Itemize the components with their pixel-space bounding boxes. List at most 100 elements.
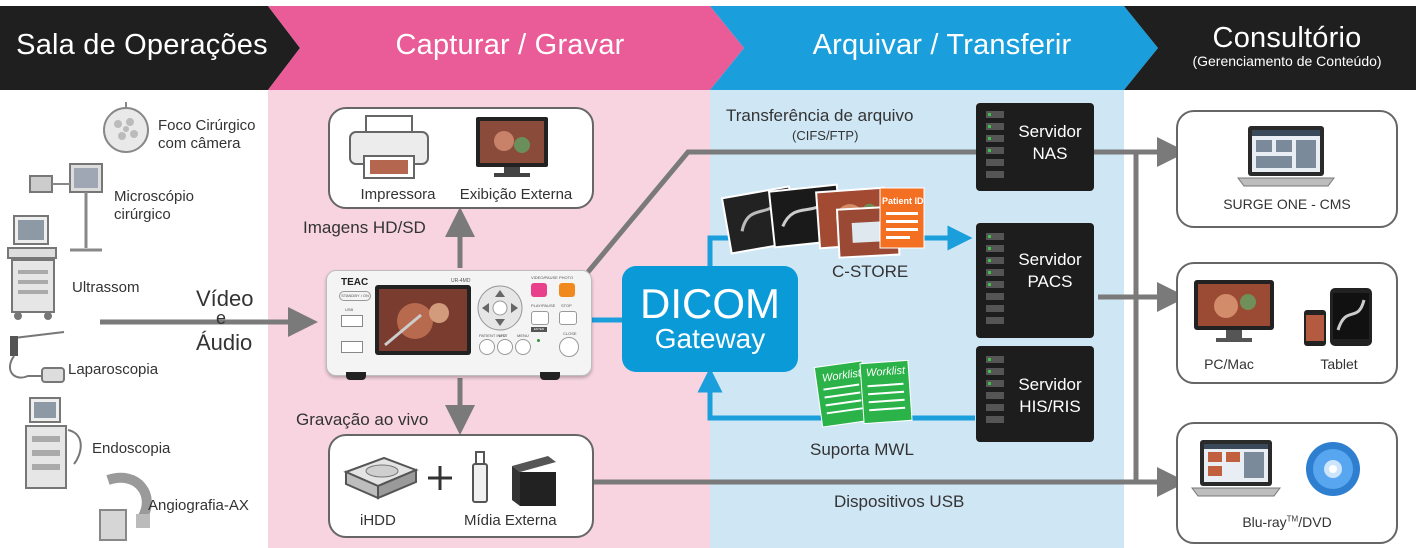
stage-office: Consultório (Gerenciamento de Conteúdo) — [1158, 0, 1416, 90]
banner-stage-operating-room-bg — [0, 6, 300, 90]
file-transfer-protocol-label: (CIFS/FTP) — [792, 128, 859, 143]
external-display-label: Exibição Externa — [459, 186, 573, 203]
banner-stage-archive-bg — [710, 6, 1158, 90]
hard-drive-icon — [343, 456, 419, 500]
pc-monitor-icon — [1194, 280, 1274, 342]
surgery-image — [379, 289, 467, 351]
live-recording-label: Gravação ao vivo — [296, 410, 429, 429]
his-drive-bays — [986, 356, 1004, 423]
play-pause-button[interactable] — [531, 311, 549, 325]
dicom-label: DICOM — [640, 280, 780, 327]
stage-operating-room: Sala de Operações — [0, 0, 284, 90]
standby-button[interactable]: STANDBY / ON — [339, 291, 371, 301]
stage-capture: Capturar / Gravar — [300, 0, 720, 90]
enter-button[interactable]: ENTER — [531, 327, 547, 332]
stage-archive-label: Arquivar / Transferir — [812, 28, 1072, 61]
usb-port-2 — [341, 341, 363, 353]
ultrasound-icon — [7, 215, 57, 320]
microscope-icon — [29, 163, 103, 252]
trademark-symbol: TM — [1286, 514, 1299, 524]
dpad-control[interactable] — [477, 285, 523, 331]
angiography-icon — [99, 473, 152, 541]
tablet-label: Tablet — [1320, 356, 1358, 372]
nas-server: Servidor NAS — [976, 103, 1094, 191]
patient-info-button[interactable] — [479, 339, 495, 355]
optical-disc-icon — [1306, 442, 1360, 496]
pacs-drive-bays — [986, 233, 1004, 324]
nas-server-label: Servidor NAS — [1018, 122, 1082, 163]
surgical-light-icon — [103, 102, 149, 153]
bluray-text: Blu-ray — [1242, 514, 1287, 530]
file-transfer-label: Transferência de arquivo — [726, 106, 914, 125]
laptop-bluray-icon — [1191, 440, 1281, 497]
endoscope-icon — [25, 397, 82, 489]
teac-logo: TEAC — [341, 277, 369, 288]
stage-capture-label: Capturar / Gravar — [395, 28, 625, 61]
process-banner — [0, 6, 1416, 90]
list-button[interactable] — [497, 339, 513, 355]
his-ris-server-label: Servidor HIS/RIS — [1018, 375, 1082, 416]
video-record-button[interactable] — [531, 283, 547, 297]
banner-stage-capture-bg — [268, 6, 744, 90]
patient-id-label: Patient ID — [882, 196, 924, 206]
printer-icon — [349, 115, 429, 179]
stop-button[interactable] — [559, 311, 577, 325]
pacs-server-label: Servidor PACS — [1018, 250, 1082, 291]
c-store-label: C-STORE — [832, 262, 909, 281]
usb-stick-icon — [472, 451, 488, 503]
plus-icon — [428, 466, 452, 490]
pc-mac-label: PC/Mac — [1204, 356, 1254, 372]
list-label: LIST — [499, 333, 508, 338]
and-label: e — [216, 308, 227, 328]
worklist-icon — [813, 359, 913, 428]
photo-label: PHOTO — [559, 275, 574, 280]
printer-label: Impressora — [360, 186, 436, 203]
menu-label: MENU — [517, 333, 529, 338]
nas-drive-bays — [986, 111, 1004, 178]
usb-port-1 — [341, 315, 363, 327]
device-screen — [375, 285, 471, 355]
menu-button[interactable] — [515, 339, 531, 355]
close-label: CLOSE — [563, 331, 577, 336]
bluray-dvd-label: Blu-rayTM/DVD — [1176, 514, 1398, 530]
laparoscopy-label: Laparoscopia — [68, 361, 159, 378]
stage-archive: Arquivar / Transferir — [744, 0, 1140, 90]
images-hd-sd-label: Imagens HD/SD — [303, 218, 426, 237]
patient-id-icon — [879, 187, 925, 249]
external-monitor-icon — [476, 117, 548, 177]
dicom-gateway: DICOM Gateway — [622, 266, 798, 372]
patient-info-label: PATIENT INFO — [479, 333, 506, 338]
stage-office-subtitle: (Gerenciamento de Conteúdo) — [1192, 52, 1382, 69]
photo-button[interactable] — [559, 283, 575, 297]
video-label: Vídeo — [196, 286, 254, 311]
ultrasound-label: Ultrassom — [72, 279, 140, 296]
laptop-cms-icon — [1237, 126, 1335, 187]
usb-devices-label: Dispositivos USB — [834, 492, 965, 511]
teac-recorder: TEAC UR-4MD STANDBY / ON USB VIDEO/PAUSE… — [326, 270, 592, 376]
his-ris-server: Servidor HIS/RIS — [976, 346, 1094, 442]
tablet-icon — [1304, 288, 1372, 346]
video-pause-label: VIDEO/PAUSE — [531, 275, 558, 280]
usb-label: USB — [345, 307, 354, 312]
stop-label: STOP — [561, 303, 572, 308]
microscope-label: Microscópio cirúrgico — [114, 188, 195, 223]
device-foot-left — [346, 372, 366, 380]
close-button[interactable] — [559, 337, 579, 357]
banner-stage-office-bg — [1124, 6, 1416, 90]
angiography-label: Angiografia-AX — [148, 497, 249, 514]
status-led — [537, 339, 540, 342]
laparoscope-icon — [9, 331, 65, 383]
dvd-text: /DVD — [1298, 514, 1332, 530]
external-drive-icon — [512, 456, 556, 506]
audio-label: Áudio — [196, 330, 253, 355]
cms-label: SURGE ONE - CMS — [1223, 196, 1351, 212]
gateway-label: Gateway — [654, 323, 766, 354]
play-pause-label: PLAY/PAUSE — [531, 303, 556, 308]
stage-operating-room-label: Sala de Operações — [16, 28, 268, 61]
stage-office-title: Consultório — [1212, 21, 1362, 54]
ihdd-label: iHDD — [360, 512, 396, 529]
pacs-server: Servidor PACS — [976, 223, 1094, 338]
mwl-support-label: Suporta MWL — [810, 440, 914, 459]
endoscopy-label: Endoscopia — [92, 440, 171, 457]
surgical-light-label: Foco Cirúrgico com câmera — [158, 117, 256, 152]
